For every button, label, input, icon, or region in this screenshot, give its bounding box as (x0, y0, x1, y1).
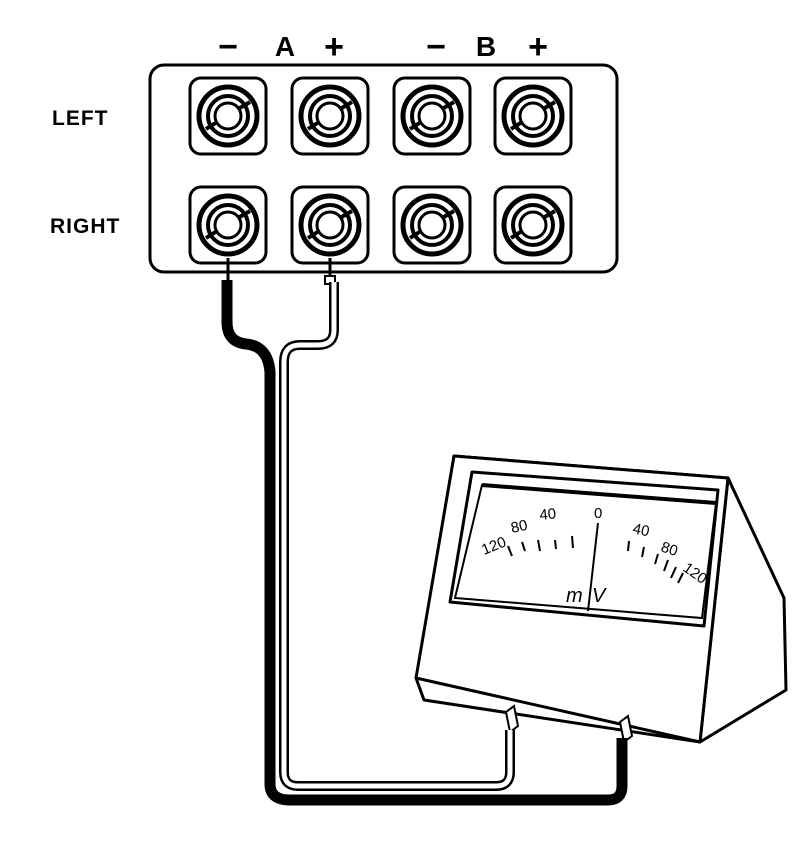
jack-right-b-minus[interactable] (394, 187, 470, 263)
meter-terminal-left[interactable] (504, 704, 520, 734)
group-b-label: B (476, 31, 496, 62)
black-lead[interactable] (221, 280, 628, 806)
group-a-minus: − (218, 28, 238, 66)
jack-left-b-plus[interactable] (495, 78, 571, 154)
scale-zero: 0 (594, 505, 602, 522)
jack-left-a-minus[interactable] (190, 78, 266, 154)
group-b-plus: + (528, 28, 548, 66)
scale-left-40: 40 (539, 505, 557, 524)
scale-right-80: 80 (659, 539, 680, 560)
group-a-plus: + (324, 28, 344, 66)
row-label-left: LEFT (52, 107, 109, 130)
meter-needle (587, 522, 599, 612)
jack-left-a-plus[interactable] (292, 78, 368, 154)
jack-right-b-plus[interactable] (495, 187, 571, 263)
meter-scale-ticks (507, 535, 684, 584)
meter-terminal-right[interactable] (618, 714, 634, 744)
unit-m: m (566, 585, 583, 607)
scale-left-80: 80 (509, 517, 529, 537)
test-cables (221, 258, 628, 806)
unit-v: V (592, 585, 607, 607)
scale-right-40: 40 (631, 520, 651, 540)
row-label-right: RIGHT (50, 215, 120, 238)
jack-left-b-minus[interactable] (394, 78, 470, 154)
group-a-label: A (275, 31, 295, 62)
terminal-header: − A + − B + (218, 28, 548, 66)
group-b-minus: − (426, 28, 446, 66)
jack-right-a-plus[interactable] (292, 187, 368, 263)
jack-right-a-minus[interactable] (190, 187, 266, 263)
millivolt-meter: 120 80 40 0 40 80 120 m V (414, 454, 788, 744)
